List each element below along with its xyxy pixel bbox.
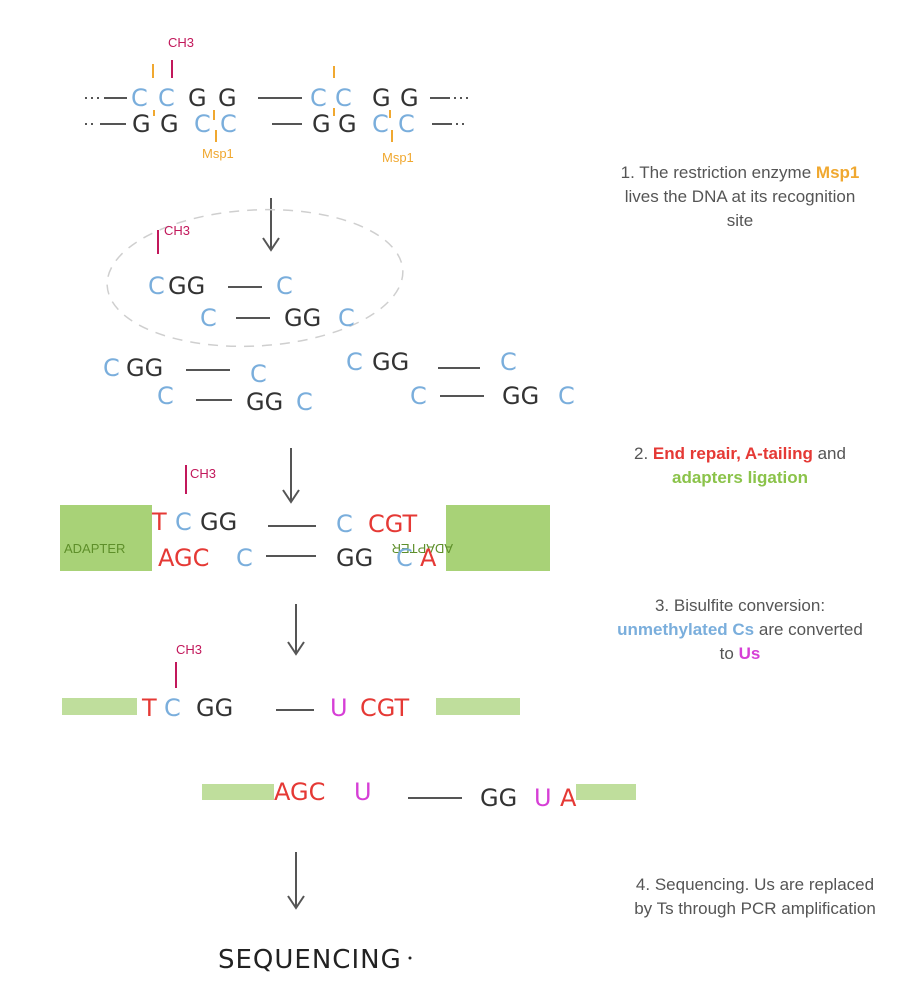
lig-bot-c2: C xyxy=(396,544,413,572)
frag3-top-gg: GG xyxy=(372,348,409,376)
adapter-label-left: ADAPTER xyxy=(64,541,125,556)
step-2-caption-part: End repair, A-tailing xyxy=(652,444,813,463)
step-2-caption-part: 2. xyxy=(634,444,653,463)
step-3-caption-part: Us xyxy=(738,644,761,663)
restriction-fragments: CH3 C GG C C GG C C GG C C GG C C GG C C… xyxy=(103,208,575,416)
arrow-down-icon xyxy=(287,852,305,910)
bisulfite-bottom-strand: AGC U GG U A xyxy=(202,778,636,812)
frag1-bot-gg: GG xyxy=(284,304,321,332)
bis-top-gg: GG xyxy=(196,694,233,722)
methyl-label-4: CH3 xyxy=(176,642,202,657)
step-1-caption: 1. The restriction enzyme Msp1 lives the… xyxy=(610,161,870,233)
sequencing-dot xyxy=(408,956,412,960)
msp1-label-2: Msp1 xyxy=(382,150,414,165)
bottom-c4: C xyxy=(398,110,415,138)
frag1-bot-c: C xyxy=(200,304,217,332)
arrow-down-icon xyxy=(287,604,305,656)
step-2-caption: 2. End repair, A-tailing and adapters li… xyxy=(610,442,870,490)
step-3-caption-part: unmethylated Cs xyxy=(617,620,755,639)
step-3-caption: 3. Bisulfite conversion: unmethylated Cs… xyxy=(610,594,870,666)
step-1-caption-part: lives the DNA at its recognition site xyxy=(624,187,856,230)
bis-top-t: T xyxy=(141,694,157,722)
arrow-down-icon xyxy=(282,448,300,504)
step-1-caption-part: Msp1 xyxy=(815,163,860,182)
lig-bot-gg: GG xyxy=(336,544,373,572)
bis-bot-agc: AGC xyxy=(274,778,325,806)
frag3-bot-gg: GG xyxy=(502,382,539,410)
methyl-label-3: CH3 xyxy=(190,466,216,481)
top-c3: C xyxy=(310,84,327,112)
methyl-label-1: CH3 xyxy=(168,35,194,50)
lig-bot-c: C xyxy=(236,544,253,572)
bis-bot-gg: GG xyxy=(480,784,517,812)
top-g2: G xyxy=(218,84,237,112)
top-g4: G xyxy=(400,84,419,112)
bis-top-c: C xyxy=(164,694,181,722)
frag2-bot-c2: C xyxy=(296,388,313,416)
lig-top-c: C xyxy=(175,508,192,536)
step-2-caption-part: and xyxy=(812,444,846,463)
frag2-top-gg: GG xyxy=(126,354,163,382)
bottom-g2: G xyxy=(160,110,179,138)
adapter-label-right: ADAPTER xyxy=(392,541,453,556)
bottom-g1: G xyxy=(132,110,151,138)
genomic-dna: C C G G C C G G G G C C G G C C CH3 xyxy=(85,35,468,165)
lig-top-cgt: CGT xyxy=(368,510,418,538)
frag2-top-c: C xyxy=(103,354,120,382)
lig-bot-agc: AGC xyxy=(158,544,209,572)
frag2-bot-c: C xyxy=(157,382,174,410)
frag1-top-c2: C xyxy=(276,272,293,300)
top-g1: G xyxy=(188,84,207,112)
bottom-c2: C xyxy=(220,110,237,138)
bis-bot-a: A xyxy=(560,784,577,812)
step-2-caption-part: adapters ligation xyxy=(671,468,809,487)
lig-top-c2: C xyxy=(336,510,353,538)
bottom-c3: C xyxy=(372,110,389,138)
frag2-top-c2: C xyxy=(250,360,267,388)
bis-top-u: U xyxy=(330,694,348,722)
step-1-caption-part: 1. The restriction enzyme xyxy=(620,163,816,182)
frag3-top-c2: C xyxy=(500,348,517,376)
frag3-top-c: C xyxy=(346,348,363,376)
top-g3: G xyxy=(372,84,391,112)
methyl-label-2: CH3 xyxy=(164,223,190,238)
lig-top-t: T xyxy=(151,508,167,536)
frag1-top-gg: GG xyxy=(168,272,205,300)
step-4-caption-part: 4. Sequencing. Us are replaced by Ts thr… xyxy=(634,875,876,918)
bis-top-cgt: CGT xyxy=(360,694,410,722)
top-c1: C xyxy=(131,84,148,112)
step-3-caption-part: are converted to xyxy=(719,620,863,663)
frag1-bot-c2: C xyxy=(338,304,355,332)
frag2-bot-gg: GG xyxy=(246,388,283,416)
frag3-bot-c2: C xyxy=(558,382,575,410)
bis-bot-u: U xyxy=(354,778,372,806)
step-3-caption-part: 3. Bisulfite conversion: xyxy=(654,596,826,615)
bottom-g3: G xyxy=(312,110,331,138)
frag1-top-c: C xyxy=(148,272,165,300)
sequencing-label: SEQUENCING xyxy=(218,945,402,975)
msp1-label-1: Msp1 xyxy=(202,146,234,161)
bottom-g4: G xyxy=(338,110,357,138)
top-c4: C xyxy=(335,84,352,112)
bisulfite-top-strand: CH3 T C GG U CGT xyxy=(62,642,520,722)
arrow-down-icon xyxy=(262,198,280,252)
frag3-bot-c: C xyxy=(410,382,427,410)
top-c2: C xyxy=(158,84,175,112)
lig-bot-a: A xyxy=(420,544,437,572)
lig-top-gg: GG xyxy=(200,508,237,536)
bis-bot-u2: U xyxy=(534,784,552,812)
bottom-c1: C xyxy=(194,110,211,138)
step-4-caption: 4. Sequencing. Us are replaced by Ts thr… xyxy=(625,873,885,921)
adapter-ligated-fragment: ADAPTER ADAPTER CH3 T C GG C CGT AGC C G… xyxy=(60,465,550,572)
